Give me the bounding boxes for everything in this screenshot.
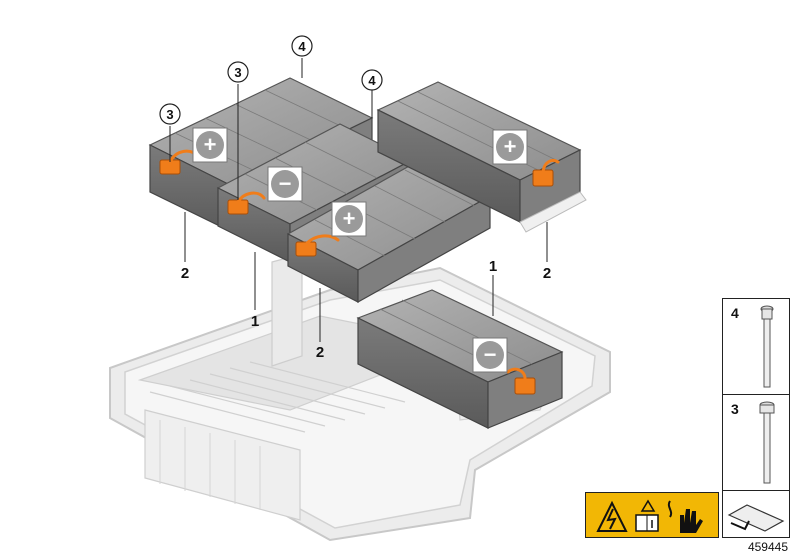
panel-row-number: 4 (731, 305, 739, 321)
panel-row-bolt-long: 4 (723, 299, 789, 395)
panel-row-torque (723, 491, 789, 537)
callout-label: 4 (298, 39, 306, 54)
long-bolt-icon (760, 305, 774, 388)
callout-3-upper: 3 (227, 61, 249, 83)
callout-2-left: 2 (181, 265, 189, 282)
polarity-plus-front: + (331, 201, 367, 237)
minus-symbol: − (484, 342, 497, 367)
read-manual-icon (635, 499, 659, 532)
high-voltage-warning-panel (585, 492, 719, 538)
callout-4-top: 4 (291, 35, 313, 57)
callout-2-middle: 2 (316, 344, 324, 361)
polarity-minus-middle: − (267, 166, 303, 202)
minus-symbol: − (279, 171, 292, 196)
tighten-torque-icon (727, 504, 785, 532)
plus-symbol: + (343, 206, 356, 231)
panel-row-bolt-short: 3 (723, 395, 789, 491)
panel-row-number: 3 (731, 401, 739, 417)
polarity-plus-left: + (192, 127, 228, 163)
callout-label: 3 (166, 107, 173, 122)
fastener-parts-panel: 4 3 (722, 298, 790, 538)
polarity-minus-lower: − (472, 337, 508, 373)
callout-label: 3 (234, 65, 241, 80)
plus-symbol: + (504, 134, 517, 159)
diagram-id: 459445 (747, 540, 788, 554)
callout-3-left: 3 (159, 103, 181, 125)
warning-pictograms (596, 499, 703, 533)
do-not-touch-icon (667, 500, 703, 533)
callout-1-right: 1 (489, 258, 497, 275)
leader-lines (169, 58, 548, 342)
plus-symbol: + (204, 132, 217, 157)
polarity-plus-right: + (492, 129, 528, 165)
callout-2-right: 2 (543, 265, 551, 282)
high-voltage-warning-icon (596, 500, 628, 532)
callout-1-left: 1 (251, 313, 259, 330)
socket-bolt-icon (759, 401, 775, 484)
callout-4-right: 4 (361, 69, 383, 91)
callout-label: 4 (368, 73, 376, 88)
